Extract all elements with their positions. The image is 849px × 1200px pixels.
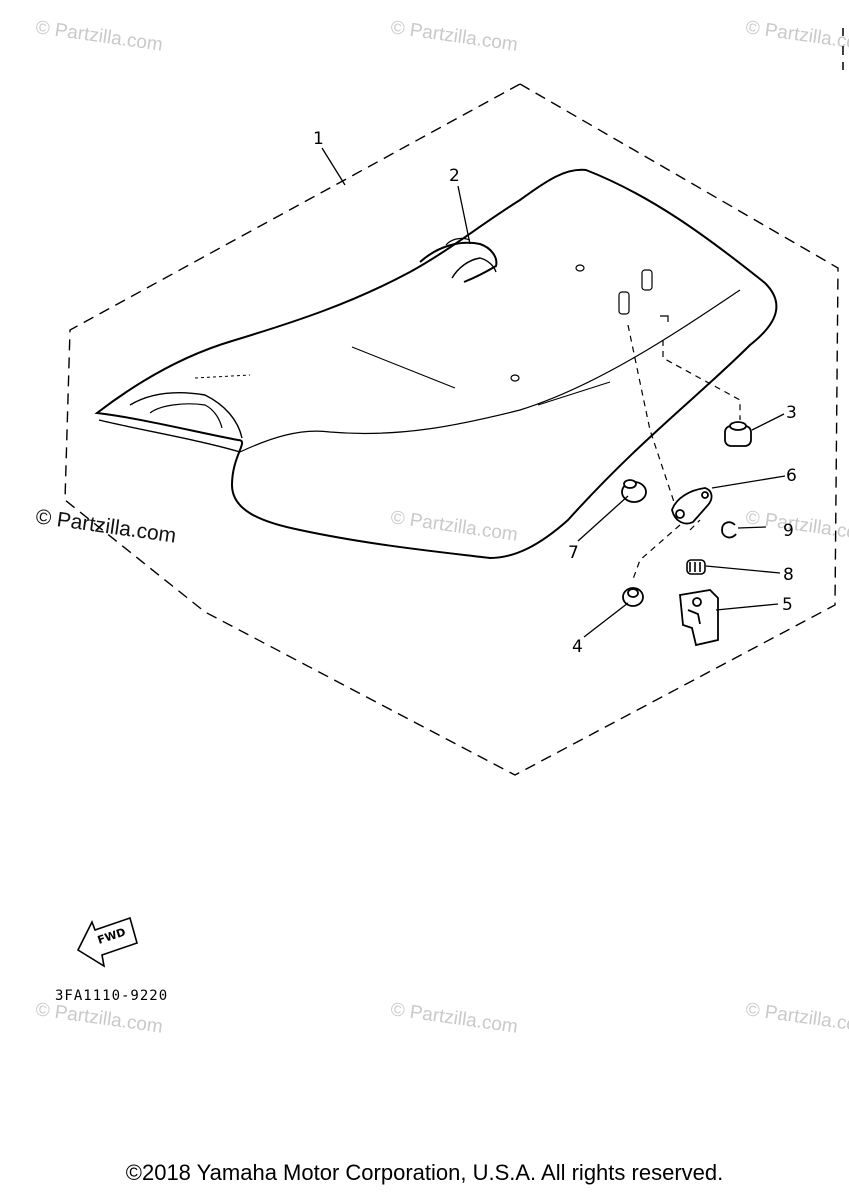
callout-labels: 1 2 3 4 5 6 7 8 9 [313, 129, 797, 657]
watermark: © Partzilla.com [744, 507, 849, 546]
watermark: © Partzilla.com [389, 999, 519, 1038]
fwd-arrow-icon: FWD [76, 916, 138, 968]
part-6-plate [671, 487, 713, 525]
watermark: © Partzilla.com [744, 17, 849, 56]
part-9-clip [721, 521, 737, 539]
watermark: © Partzilla.com [34, 17, 164, 56]
callout-7: 7 [568, 543, 579, 563]
assembly-boundary [64, 83, 839, 776]
dashed-leaders [627, 324, 741, 583]
callout-4: 4 [572, 637, 583, 657]
callout-2: 2 [449, 166, 460, 186]
callout-8: 8 [783, 565, 794, 585]
part-4-collar [622, 587, 644, 607]
callout-6: 6 [786, 466, 797, 486]
part-8-spring [686, 559, 706, 575]
callout-9: 9 [783, 521, 794, 541]
watermark: © Partzilla.com [34, 999, 164, 1038]
callout-1: 1 [313, 129, 324, 149]
diagram-code: 3FA1110-9220 [55, 988, 168, 1004]
callout-3: 3 [786, 403, 797, 423]
copyright-notice: ©2018 Yamaha Motor Corporation, U.S.A. A… [125, 1160, 724, 1185]
callout-5: 5 [782, 595, 793, 615]
part-7-grommet [621, 479, 647, 503]
watermarks: © Partzilla.com © Partzilla.com © Partzi… [34, 17, 849, 1038]
watermark-prominent: © Partzilla.com [34, 505, 177, 547]
watermark: © Partzilla.com [389, 17, 519, 56]
leader-lines [321, 147, 786, 638]
watermark: © Partzilla.com [389, 507, 519, 546]
part-5-latch [679, 589, 719, 647]
part-3-damper [724, 421, 752, 447]
seat-assembly [94, 168, 778, 560]
watermark: © Partzilla.com [744, 999, 849, 1038]
